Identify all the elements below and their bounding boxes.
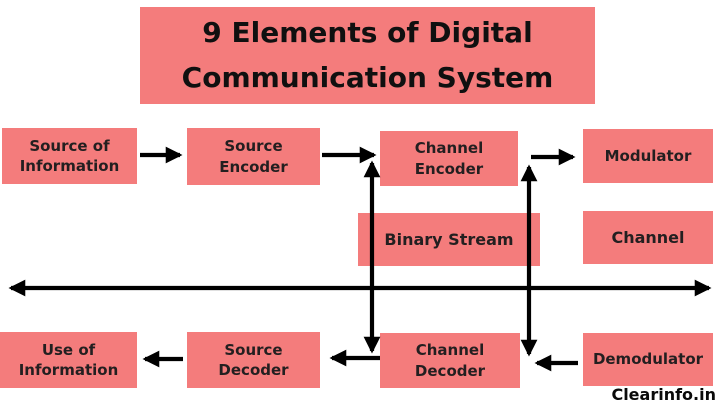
node-source-decoder: Source Decoder — [187, 332, 320, 388]
node-channel: Channel — [583, 211, 713, 264]
watermark-clearinfo: Clearinfo.in — [611, 385, 716, 404]
node-source-encoder: Source Encoder — [187, 128, 320, 185]
node-modulator: Modulator — [583, 129, 713, 183]
node-use-of-information: Use of Information — [0, 332, 137, 388]
node-demodulator: Demodulator — [583, 333, 713, 386]
diagram-title: 9 Elements of Digital Communication Syst… — [140, 7, 595, 104]
node-binary-stream: Binary Stream — [358, 213, 540, 266]
node-source-of-information: Source of Information — [2, 128, 137, 184]
node-channel-encoder: Channel Encoder — [380, 131, 518, 186]
node-channel-decoder: Channel Decoder — [380, 333, 520, 388]
